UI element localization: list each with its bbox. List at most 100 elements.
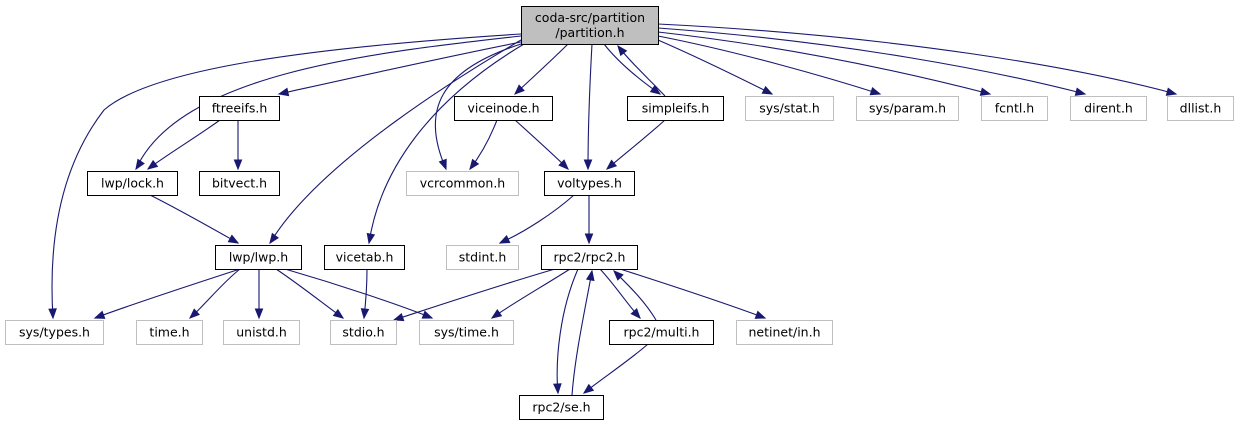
edge-line <box>587 43 593 170</box>
node-dllist: dllist.h <box>1167 96 1234 121</box>
node-box <box>609 320 714 345</box>
edge-rpc2_multi-to-rpc2_se <box>582 343 649 394</box>
arrowhead <box>438 158 447 171</box>
node-label: time.h <box>149 325 189 340</box>
node-label: sys/time.h <box>434 325 499 340</box>
arrowhead <box>48 308 57 320</box>
node-rpc2_rpc2[interactable]: rpc2/rpc2.h <box>541 245 638 270</box>
edge-rpc2_rpc2-to-rpc2_multi <box>599 268 641 319</box>
edge-root-to-lwp_lwp <box>269 39 522 245</box>
arrowhead <box>582 383 595 394</box>
node-simpleifs[interactable]: simpleifs.h <box>627 96 724 121</box>
arrowhead <box>490 309 503 319</box>
arrowhead <box>421 310 434 319</box>
node-bitvect[interactable]: bitvect.h <box>199 171 280 196</box>
arrowhead <box>93 310 106 319</box>
edge-line <box>51 33 522 319</box>
edge-line <box>556 268 579 394</box>
edge-line <box>147 119 221 170</box>
node-label: lwp/lwp.h <box>229 250 288 265</box>
edge-rpc2_rpc2-to-stdio <box>392 268 556 322</box>
edge-root-to-fcntl <box>657 31 992 96</box>
node-label: sys/types.h <box>19 325 90 340</box>
node-label: dirent.h <box>1084 101 1133 116</box>
edge-line <box>657 31 991 95</box>
arrowhead <box>613 270 624 281</box>
edge-line <box>135 35 522 170</box>
edge-rpc2_rpc2-to-rpc2_se <box>553 268 579 395</box>
node-ftreeifs[interactable]: ftreeifs.h <box>199 96 280 121</box>
node-label: simpleifs.h <box>642 101 710 116</box>
edge-line <box>617 45 666 97</box>
edge-line <box>657 35 881 95</box>
node-root: coda-src/partition/partition.h <box>521 6 659 45</box>
node-label: coda-src/partition <box>535 10 645 25</box>
arrowhead <box>1074 87 1087 96</box>
node-lwp_lock[interactable]: lwp/lock.h <box>87 171 178 196</box>
edge-root-to-sys_stat <box>657 39 774 95</box>
node-stdint: stdint.h <box>446 245 519 270</box>
node-stdio: stdio.h <box>330 320 397 345</box>
arrowhead <box>189 308 200 319</box>
node-box <box>406 171 519 196</box>
node-vicetab[interactable]: vicetab.h <box>324 245 405 270</box>
edge-rpc2_rpc2-to-sys_time <box>490 268 571 319</box>
arrowhead <box>332 308 345 319</box>
node-box <box>1167 96 1234 121</box>
edge-voltypes-to-rpc2_rpc2 <box>584 195 594 245</box>
edge-lwp_lwp-to-time <box>189 268 241 319</box>
edge-line <box>189 268 241 319</box>
node-box <box>199 171 280 196</box>
node-box <box>541 245 638 270</box>
node-label: dllist.h <box>1180 101 1222 116</box>
arrowhead <box>585 269 595 282</box>
node-label: bitvect.h <box>212 176 267 191</box>
arrowhead <box>366 232 376 245</box>
edge-line <box>571 270 593 396</box>
edge-line <box>514 43 569 95</box>
arrowhead <box>979 87 992 96</box>
edge-root-to-voltypes <box>583 43 593 171</box>
edge-line <box>94 268 241 319</box>
node-box <box>521 6 659 45</box>
node-rpc2_se[interactable]: rpc2/se.h <box>519 395 604 420</box>
arrowhead <box>617 44 628 57</box>
node-label: stdio.h <box>342 325 384 340</box>
node-voltypes[interactable]: voltypes.h <box>544 171 635 196</box>
node-sys_param: sys/param.h <box>856 96 959 121</box>
node-box <box>446 245 519 270</box>
node-box <box>1070 96 1147 121</box>
edge-line <box>606 119 666 170</box>
edge-root-to-dirent <box>657 27 1087 96</box>
edge-rpc2_se-to-rpc2_rpc2 <box>571 269 595 396</box>
node-box <box>5 320 104 345</box>
node-box <box>856 96 959 121</box>
node-rpc2_multi[interactable]: rpc2/multi.h <box>609 320 714 345</box>
edge-viceinode-to-voltypes <box>514 119 569 170</box>
node-lwp_lwp[interactable]: lwp/lwp.h <box>215 245 302 270</box>
edge-line <box>434 43 522 170</box>
arrowhead <box>1165 87 1178 96</box>
arrowhead <box>630 308 641 319</box>
node-box <box>745 96 834 121</box>
edge-root-to-vicetab <box>366 43 525 245</box>
node-box <box>87 171 178 196</box>
arrowhead <box>269 232 279 245</box>
node-label: stdint.h <box>459 250 507 265</box>
node-sys_types: sys/types.h <box>5 320 104 345</box>
arrowhead <box>649 84 662 95</box>
arrowhead <box>583 159 593 171</box>
arrowhead <box>869 87 882 96</box>
node-box <box>330 320 397 345</box>
edge-root-to-lwp_lock <box>135 35 522 171</box>
edge-lwp_lwp-to-sys_types <box>93 268 241 319</box>
node-label: /partition.h <box>555 25 624 40</box>
node-viceinode[interactable]: viceinode.h <box>454 96 553 121</box>
edge-line <box>368 43 525 244</box>
node-box <box>324 245 405 270</box>
arrowhead <box>277 87 290 97</box>
edge-line <box>284 268 433 319</box>
node-time: time.h <box>136 320 203 345</box>
node-fcntl: fcntl.h <box>981 96 1048 121</box>
